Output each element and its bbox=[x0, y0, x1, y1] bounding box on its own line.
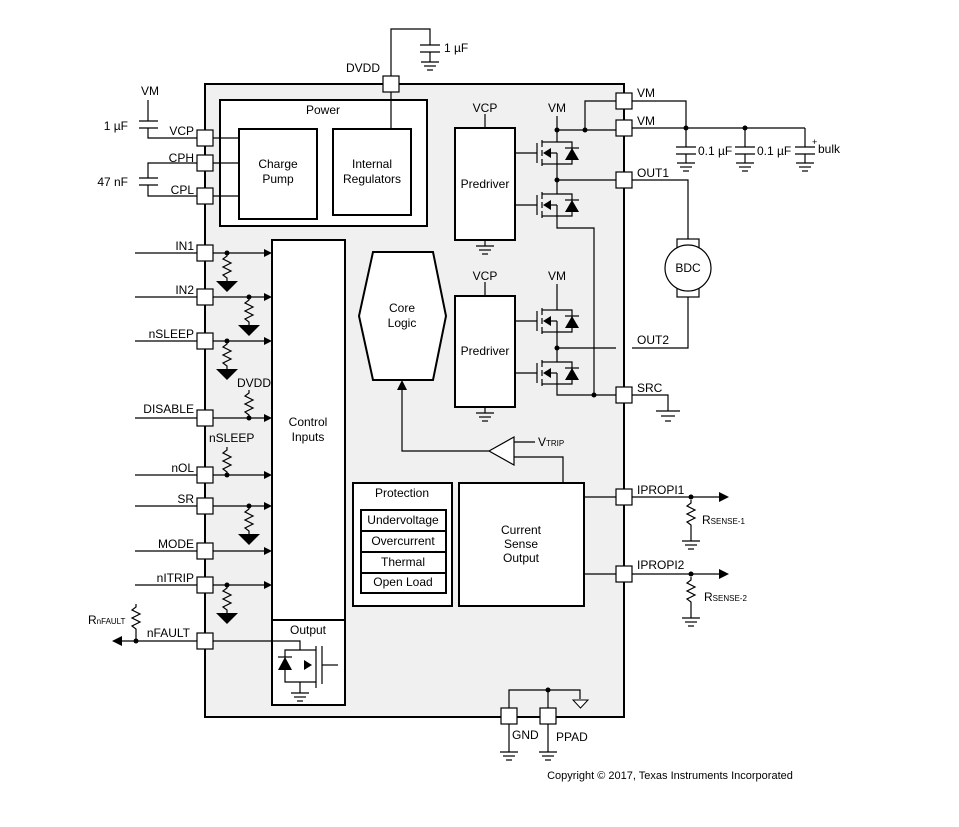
dvdd-cap-label: 1 µF bbox=[444, 41, 468, 55]
predriver-1: Predriver VCP bbox=[454, 101, 516, 255]
internal-regulators-label: Regulators bbox=[343, 172, 401, 186]
bdc-motor-icon: BDC bbox=[632, 179, 712, 349]
vm-fet-1-label: VM bbox=[548, 101, 566, 115]
vm-pin-2-label: VM bbox=[637, 114, 655, 128]
pull-resistors: DVDD nSLEEP bbox=[209, 250, 271, 624]
predriver-2-label: Predriver bbox=[461, 344, 510, 358]
ipropi2-pin-label: IPROPI2 bbox=[637, 558, 685, 572]
vtrip-label: VTRIP bbox=[538, 435, 564, 449]
motor-label: BDC bbox=[675, 261, 701, 275]
nfault-pin-label: nFAULT bbox=[147, 626, 191, 640]
current-sense-label: Sense bbox=[504, 537, 538, 551]
vcp-pin-label: VCP bbox=[169, 124, 194, 138]
core-logic-label: Core bbox=[389, 301, 415, 315]
sr-pin-label: SR bbox=[177, 492, 194, 506]
input-pads bbox=[196, 244, 214, 650]
cph-pin-label: CPH bbox=[169, 151, 194, 165]
vcp-2-label: VCP bbox=[473, 269, 498, 283]
ppad-pin-label: PPAD bbox=[556, 730, 588, 744]
mode-pin-label: MODE bbox=[158, 537, 194, 551]
rsense1-label: RSENSE-1 bbox=[702, 513, 745, 527]
nitrip-pin-label: nITRIP bbox=[157, 571, 194, 585]
control-inputs-label: Inputs bbox=[292, 430, 325, 444]
ground-pins: GND PPAD bbox=[499, 687, 590, 761]
charge-pump-label: Charge bbox=[258, 157, 298, 171]
charge-pump-pins: VM 1 µF 47 nF VCP CPH CPL bbox=[97, 84, 239, 205]
vm-pin-1-label: VM bbox=[637, 86, 655, 100]
bulk-plus-label: + bbox=[812, 137, 817, 147]
disable-pin-label: DISABLE bbox=[143, 402, 194, 416]
open-drain-fet-icon bbox=[213, 640, 338, 702]
src-wire bbox=[632, 394, 669, 411]
nol-pin-label: nOL bbox=[171, 461, 194, 475]
h-bridge: VM VM bbox=[514, 100, 616, 398]
rsense2-label: RSENSE-2 bbox=[704, 590, 747, 604]
ipropi-externals: RSENSE-1 RSENSE-2 bbox=[632, 492, 747, 627]
predriver-2: Predriver VCP bbox=[454, 269, 516, 422]
vtrip-comparator: VTRIP bbox=[397, 380, 564, 483]
bulk-cap-label: bulk bbox=[818, 142, 841, 156]
power-block: Power Charge Pump Internal Regulators bbox=[219, 99, 428, 227]
charge-pump-block bbox=[238, 128, 318, 220]
protection-item: Overcurrent bbox=[371, 534, 435, 548]
control-inputs-block bbox=[271, 239, 346, 621]
current-sense-label: Current bbox=[501, 523, 542, 537]
protection-item: Undervoltage bbox=[367, 513, 439, 527]
vm-capacitors: 0.1 µF 0.1 µF + bulk bbox=[632, 100, 841, 172]
internal-regulators-label: Internal bbox=[352, 157, 392, 171]
core-logic-label: Logic bbox=[388, 316, 417, 330]
current-sense-block: Current Sense Output bbox=[458, 482, 616, 607]
vm-fet-2-label: VM bbox=[548, 269, 566, 283]
gnd-pin-label: GND bbox=[512, 728, 539, 742]
protection-title: Protection bbox=[375, 486, 429, 500]
rnfault-label: RnFAULT bbox=[88, 613, 126, 627]
internal-regulators-block bbox=[332, 128, 412, 216]
output-label: Output bbox=[290, 623, 327, 637]
in2-pin-label: IN2 bbox=[175, 283, 194, 297]
current-sense-label: Output bbox=[503, 551, 540, 565]
dvdd-pullup-label: DVDD bbox=[237, 376, 271, 390]
out1-pin-label: OUT1 bbox=[637, 166, 669, 180]
ipropi1-pin-label: IPROPI1 bbox=[637, 483, 685, 497]
cpl-pin-label: CPL bbox=[171, 183, 195, 197]
dvdd-label: DVDD bbox=[346, 61, 380, 75]
vm-cap-1-label: 0.1 µF bbox=[698, 144, 732, 158]
src-pin-label: SRC bbox=[637, 381, 663, 395]
charge-pump-label: Pump bbox=[262, 172, 294, 186]
nfault-external: RnFAULT bbox=[88, 603, 197, 646]
vm-label: VM bbox=[141, 84, 159, 98]
vm-cap-2-label: 0.1 µF bbox=[757, 144, 791, 158]
protection-item: Thermal bbox=[381, 555, 425, 569]
nsleep-pin-label: nSLEEP bbox=[149, 327, 194, 341]
power-title: Power bbox=[306, 103, 340, 117]
dvdd-pin: 1 µF DVDD bbox=[346, 28, 468, 129]
copyright-text: Copyright © 2017, Texas Instruments Inco… bbox=[547, 770, 793, 782]
nsleep-pullup-label: nSLEEP bbox=[209, 431, 254, 445]
protection-block: Protection Undervoltage Overcurrent Ther… bbox=[352, 482, 453, 607]
core-logic-block bbox=[357, 251, 448, 381]
control-inputs-label: Control bbox=[289, 415, 328, 429]
protection-item: Open Load bbox=[373, 575, 432, 589]
vcp-cap-label: 1 µF bbox=[104, 119, 128, 133]
in1-pin-label: IN1 bbox=[175, 239, 194, 253]
out2-pin-label: OUT2 bbox=[637, 333, 669, 347]
predriver-1-label: Predriver bbox=[461, 177, 510, 191]
cp-cap-label: 47 nF bbox=[97, 175, 128, 189]
vcp-1-label: VCP bbox=[473, 101, 498, 115]
input-arrows bbox=[264, 249, 272, 589]
